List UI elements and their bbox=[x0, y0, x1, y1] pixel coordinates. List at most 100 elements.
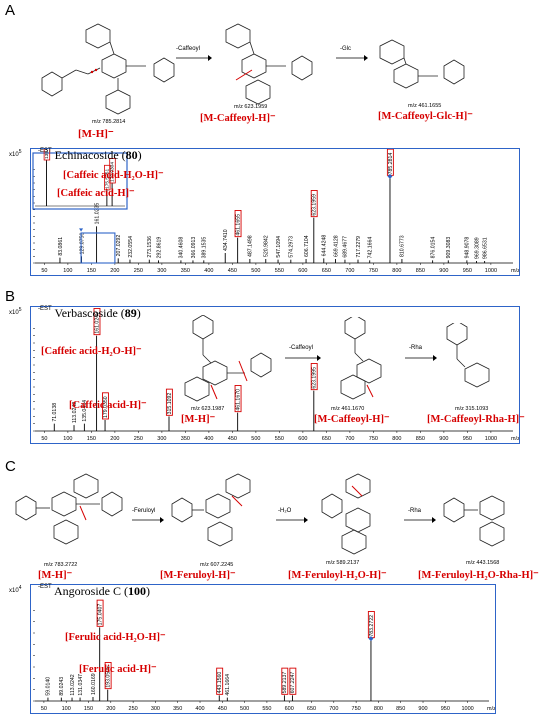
x-tick-label: 750 bbox=[352, 706, 361, 712]
ion-label-c-1: [M-H]⁻ bbox=[38, 570, 73, 581]
x-tick-label: 500 bbox=[251, 268, 260, 274]
mz-label-b-3: m/z 315.1093 bbox=[455, 406, 489, 412]
peak-label-box bbox=[93, 308, 101, 336]
peak-label: 948.9078 bbox=[465, 237, 471, 259]
annotation-a-2: [Caffeic acid-H]⁻ bbox=[57, 188, 135, 199]
annotation-c-2: [Ferulic acid-H]⁻ bbox=[79, 664, 157, 675]
peak-label: 193.0505 bbox=[106, 666, 112, 688]
x-tick-label: 850 bbox=[396, 706, 405, 712]
panel-letter-c: C bbox=[5, 458, 16, 475]
x-tick-label: 950 bbox=[463, 436, 472, 442]
peak-label: 232.0554 bbox=[128, 236, 134, 258]
x-tick-label: 700 bbox=[345, 268, 354, 274]
x-tick-label: 300 bbox=[151, 706, 160, 712]
peak-label: 389.1535 bbox=[202, 237, 208, 259]
peak-label: 83.0861 bbox=[58, 237, 64, 256]
peak-label: 131.0347 bbox=[78, 674, 84, 696]
peak-label: 785.2814 bbox=[388, 153, 394, 175]
arrow-label-a-1: -Caffeoyl bbox=[176, 46, 200, 52]
x-tick-label: 200 bbox=[106, 706, 115, 712]
peak-label: 986.6531 bbox=[482, 237, 488, 259]
ion-label-b-1: [M-H]⁻ bbox=[181, 414, 216, 425]
peak-label-box bbox=[216, 667, 224, 695]
x-tick-label: 300 bbox=[157, 436, 166, 442]
x-tick-label: 550 bbox=[275, 436, 284, 442]
peak-label: 607.2247 bbox=[290, 672, 296, 694]
peak-label: 461.1655 bbox=[235, 214, 241, 236]
peak-label-box bbox=[289, 667, 297, 695]
arrow-a-1 bbox=[176, 55, 212, 61]
x-tick-label: 800 bbox=[374, 706, 383, 712]
x-tick-label: 650 bbox=[307, 706, 316, 712]
precursor-marker bbox=[368, 636, 374, 642]
x-tick-label: 400 bbox=[195, 706, 204, 712]
precursor-marker bbox=[387, 173, 393, 179]
x-tick-label: 250 bbox=[134, 436, 143, 442]
inset-peak-label: 175.5251 bbox=[104, 169, 110, 189]
spectrum-c-title: -EST Angoroside C (100) bbox=[38, 584, 151, 598]
x-tick-label: 450 bbox=[228, 436, 237, 442]
panel-letter-b: B bbox=[5, 288, 16, 305]
x-tick-label: 450 bbox=[228, 268, 237, 274]
peak-label: 129.0756 bbox=[79, 233, 85, 255]
peak-label: 606.7104 bbox=[304, 235, 310, 257]
x-tick-label: 650 bbox=[322, 436, 331, 442]
peak-label: 574.2973 bbox=[289, 236, 295, 258]
x-tick-label: 100 bbox=[63, 268, 72, 274]
ion-label-a-1: [M-H]⁻ bbox=[78, 128, 114, 140]
x-tick-label: 950 bbox=[463, 268, 472, 274]
inset-frame bbox=[32, 152, 128, 210]
peak-label: 443.1560 bbox=[217, 672, 223, 694]
arrow-label-a-2: -Glc bbox=[340, 46, 351, 52]
peak-label: 669.4128 bbox=[333, 235, 339, 257]
peak-label-box bbox=[234, 210, 242, 238]
x-tick-label: 800 bbox=[392, 436, 401, 442]
peak-label: 315.1092 bbox=[167, 393, 173, 415]
arrow-label-c-1: -Feruloyl bbox=[132, 508, 156, 514]
peak-label: 461.1664 bbox=[225, 674, 231, 696]
x-tick-label: 750 bbox=[369, 268, 378, 274]
peak-label: 623.1959 bbox=[312, 194, 318, 216]
annotation-a-1: [Caffeic acid-H₂O-H]⁻ bbox=[63, 170, 164, 181]
arrow-c-3 bbox=[404, 517, 436, 523]
mz-label-c-1: m/z 783.2722 bbox=[44, 562, 78, 568]
peak-label: 207.0292 bbox=[116, 235, 122, 257]
peak-label-box bbox=[310, 190, 318, 218]
peak-label: 179.0350 bbox=[103, 396, 109, 418]
x-tick-label: 700 bbox=[345, 436, 354, 442]
peak-label: 909.3083 bbox=[446, 237, 452, 259]
x-tick-label: 550 bbox=[262, 706, 271, 712]
structure-c-4 bbox=[443, 495, 505, 547]
x-tick-label: 100 bbox=[63, 436, 72, 442]
x-tick-label: 500 bbox=[251, 436, 260, 442]
arrow-label-c-2: -H₂O bbox=[278, 508, 292, 514]
x-tick-label: 800 bbox=[392, 268, 401, 274]
x-tick-label: 1000 bbox=[461, 706, 473, 712]
arrow-c-1 bbox=[132, 517, 164, 523]
peak-label: 175.0407 bbox=[97, 604, 103, 626]
peak-label: 783.2722 bbox=[369, 615, 375, 637]
peak-label: 113.0242 bbox=[70, 674, 76, 695]
peak-label: 59.0140 bbox=[46, 677, 52, 696]
x-tick-label: 200 bbox=[110, 268, 119, 274]
peak-label: 461.1670 bbox=[235, 389, 241, 411]
x-tick-label: 600 bbox=[298, 436, 307, 442]
mz-label-b-2: m/z 461.1670 bbox=[331, 406, 365, 412]
peak-label: 71.0138 bbox=[52, 403, 58, 422]
inset-peak-label-box bbox=[109, 157, 116, 184]
x-tick-label: 250 bbox=[129, 706, 138, 712]
mz-label-b-1: m/z 623.1987 bbox=[191, 406, 225, 412]
x-axis-label: m/z bbox=[511, 268, 519, 274]
peak-label-box bbox=[104, 662, 112, 690]
spectrum-b-multiplier: x105 bbox=[9, 307, 22, 316]
ion-label-c-4: [M-Feruloyl-H₂O-Rha-H]⁻ bbox=[418, 570, 539, 581]
zoom-marker bbox=[79, 228, 84, 232]
peak-label-box bbox=[101, 392, 109, 420]
structure-a-2 bbox=[225, 23, 313, 105]
mz-label-a-2: m/z 623.1959 bbox=[234, 104, 268, 110]
x-tick-label: 850 bbox=[416, 436, 425, 442]
mz-label-c-4: m/z 443.1568 bbox=[466, 560, 500, 566]
x-tick-label: 150 bbox=[87, 436, 96, 442]
x-tick-label: 700 bbox=[329, 706, 338, 712]
peak-label: 717.2279 bbox=[356, 236, 362, 258]
